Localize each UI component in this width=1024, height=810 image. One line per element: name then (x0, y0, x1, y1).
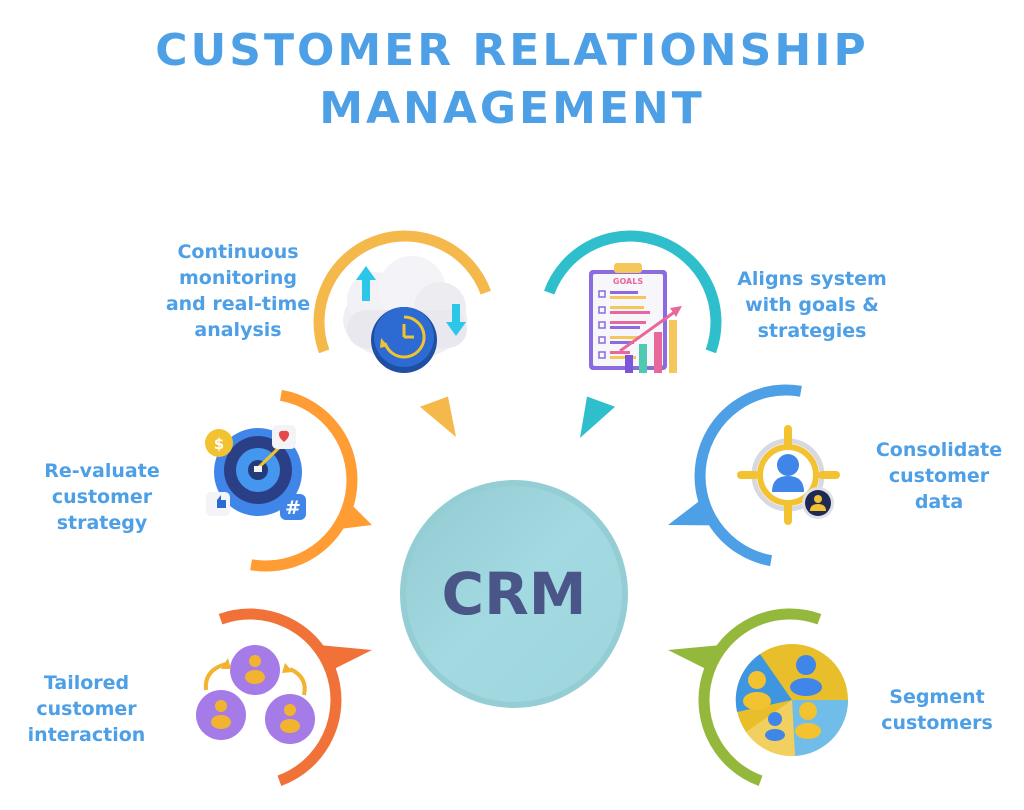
crm-label: CRM (442, 560, 587, 628)
label-line: and real-time (165, 293, 311, 315)
arc-tailored-interaction (218, 608, 342, 786)
label-line: Segment (889, 686, 985, 708)
arc-tail-aligns-system (580, 396, 616, 438)
arc-consolidate-data (694, 384, 802, 567)
label-line: customer (51, 486, 153, 508)
label-line: Tailored (43, 672, 130, 694)
label-line: interaction (27, 724, 146, 746)
label-aligns-system: Aligns system with goals & strategies (712, 266, 912, 344)
label-line: customers (881, 712, 993, 734)
arc-segment-customers (698, 608, 822, 786)
svg-text:#: # (285, 497, 301, 519)
arc-tail-consolidate-data (668, 498, 716, 526)
label-revaluate-strategy: Re-valuate customer strategy (22, 458, 182, 536)
label-line: analysis (194, 319, 282, 341)
label-tailored-interaction: Tailored customer interaction (14, 670, 159, 748)
label-line: Aligns system (737, 268, 887, 290)
label-line: with goals & (745, 294, 879, 316)
label-segment-customers: Segment customers (862, 684, 1012, 736)
arc-continuous-monitoring (313, 230, 491, 354)
goals-text: GOALS (613, 277, 643, 286)
arc-tail-tailored-interaction (315, 644, 372, 671)
arc-revaluate-strategy (250, 389, 358, 572)
label-line: data (914, 491, 964, 513)
label-consolidate-data: Consolidate customer data (856, 437, 1022, 515)
arc-tail-continuous-monitoring (419, 396, 456, 437)
user-network-icon (196, 645, 315, 744)
label-line: strategies (757, 320, 867, 342)
arc-tail-segment-customers (668, 644, 725, 671)
label-line: customer (36, 698, 137, 720)
page-title-line-2: MANAGEMENT (319, 83, 705, 134)
label-line: strategy (56, 512, 148, 534)
label-line: customer (888, 465, 990, 487)
arc-aligns-system (544, 230, 722, 354)
label-line: Re-valuate (44, 460, 160, 482)
page-title-line-1: CUSTOMER RELATIONSHIP (155, 25, 869, 76)
target-dart-icon: $ # (205, 425, 306, 520)
label-continuous-monitoring: Continuous monitoring and real-time anal… (138, 239, 338, 343)
svg-text:$: $ (214, 435, 224, 453)
cloud-sync-clock-icon (343, 256, 467, 373)
label-line: monitoring (178, 267, 298, 289)
crosshair-user-icon (737, 425, 840, 525)
arc-tail-revaluate-strategy (336, 502, 372, 530)
goals-clipboard-chart-icon: GOALS (589, 263, 682, 373)
segmented-pie-users-icon (735, 644, 849, 757)
label-line: Continuous (177, 241, 299, 263)
crm-center-node: CRM (400, 480, 628, 708)
label-line: Consolidate (875, 439, 1003, 461)
